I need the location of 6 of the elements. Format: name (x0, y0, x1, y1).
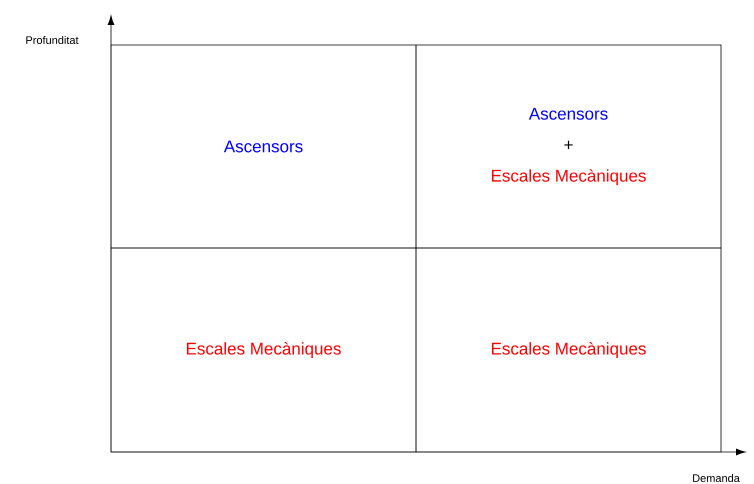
quadrant-cell: Ascensors (110, 44, 416, 248)
quadrant-cell: Escales Mecàniques (416, 248, 722, 452)
axis-label: Demanda (693, 474, 740, 482)
axis-label: Profunditat (26, 36, 79, 44)
quadrant-cell: Escales Mecàniques (110, 248, 416, 452)
quadrant-cell: Ascensors + Escales Mecàniques (416, 44, 722, 248)
